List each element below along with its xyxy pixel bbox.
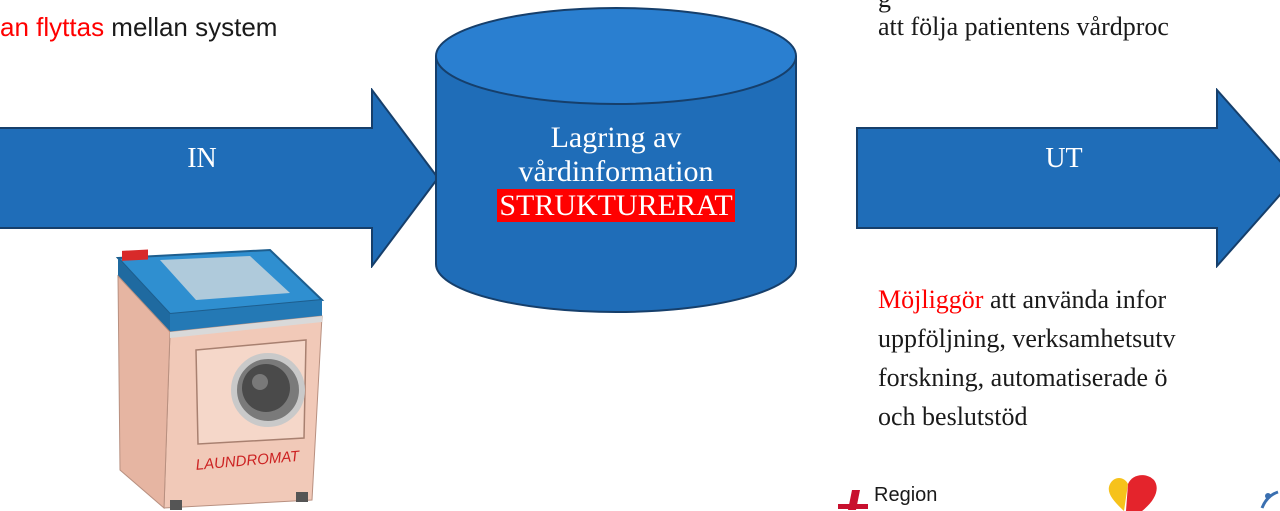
bottom-highlight: Möjliggör	[878, 285, 984, 314]
bottom-right-caption: Möjliggör att använda infor uppföljning,…	[878, 280, 1176, 436]
top-left-caption: an flyttas mellan system	[0, 12, 277, 43]
arrow-in-shape	[0, 88, 440, 268]
storage-label: Lagring av vårdinformation STRUKTURERAT	[436, 121, 796, 223]
cylinder-top	[435, 7, 797, 105]
arrow-out-shape	[856, 88, 1280, 268]
partial-logo-icon	[1260, 490, 1279, 509]
storage-line-1: Lagring av	[550, 121, 682, 154]
bottom-line-4: och beslutstöd	[878, 402, 1028, 431]
storage-line-3-highlight: STRUKTURERAT	[497, 189, 735, 222]
bottom-line-1: att använda infor	[983, 285, 1167, 314]
bottom-line-3: forskning, automatiserade ö	[878, 363, 1168, 392]
top-right-clipped-line: g	[878, 0, 891, 14]
storage-line-2: vårdinformation	[518, 155, 714, 188]
storage-cylinder	[435, 7, 797, 313]
bottom-line-2: uppföljning, verksamhetsutv	[878, 324, 1176, 353]
arrow-in	[0, 88, 440, 268]
laundromat-machine-image: LAUNDROMAT	[115, 248, 325, 510]
heart-logo-icon	[1108, 475, 1157, 511]
region-label: Region	[874, 484, 938, 506]
caption-highlight-word: flyttas	[36, 12, 105, 42]
caption-rest: mellan system	[104, 12, 278, 42]
arrow-out-label: UT	[1045, 143, 1083, 174]
arrow-in-label: IN	[187, 143, 217, 174]
caption-highlight: an	[0, 12, 37, 42]
arrow-out	[856, 88, 1280, 268]
region-logo-icon	[838, 490, 868, 510]
top-right-caption: att följa patientens vårdproc	[878, 12, 1169, 41]
cylinder-body	[435, 56, 797, 313]
